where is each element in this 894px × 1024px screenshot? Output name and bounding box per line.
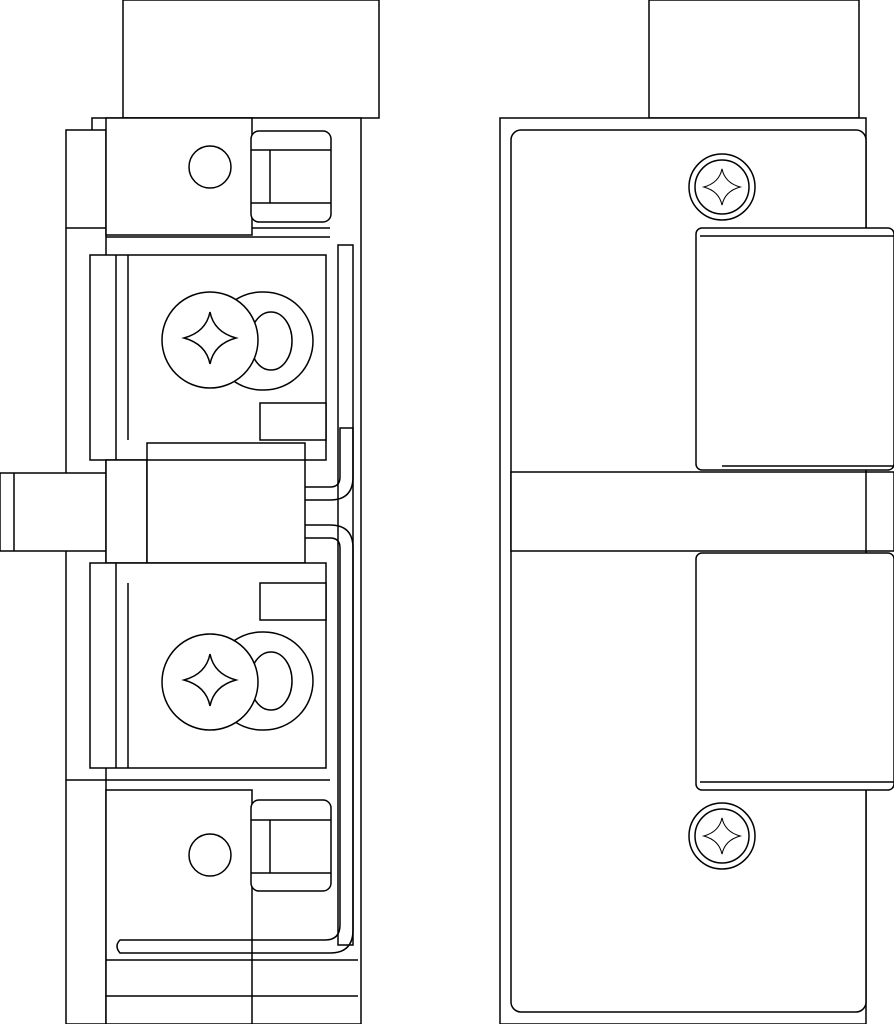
upper-panel bbox=[695, 227, 894, 471]
screw-icon bbox=[688, 153, 756, 221]
side-tab bbox=[0, 472, 107, 552]
wire-upper bbox=[305, 427, 354, 501]
hole-top bbox=[188, 145, 232, 189]
screw-icon bbox=[688, 802, 756, 870]
lower-panel bbox=[695, 552, 894, 791]
top-mount-block bbox=[648, 0, 860, 119]
center-block bbox=[146, 442, 306, 581]
screw-icon bbox=[161, 633, 259, 731]
top-latch bbox=[250, 130, 332, 223]
top-mount-block bbox=[122, 0, 380, 119]
bottom-latch bbox=[250, 799, 332, 892]
bottom-clip bbox=[105, 789, 253, 1024]
wire-lower bbox=[116, 524, 354, 954]
center-band bbox=[510, 471, 894, 552]
hole-bottom bbox=[188, 833, 232, 877]
side-view bbox=[0, 0, 380, 1024]
front-view bbox=[499, 0, 894, 1024]
top-clip bbox=[105, 117, 253, 236]
screw-icon bbox=[161, 291, 259, 389]
